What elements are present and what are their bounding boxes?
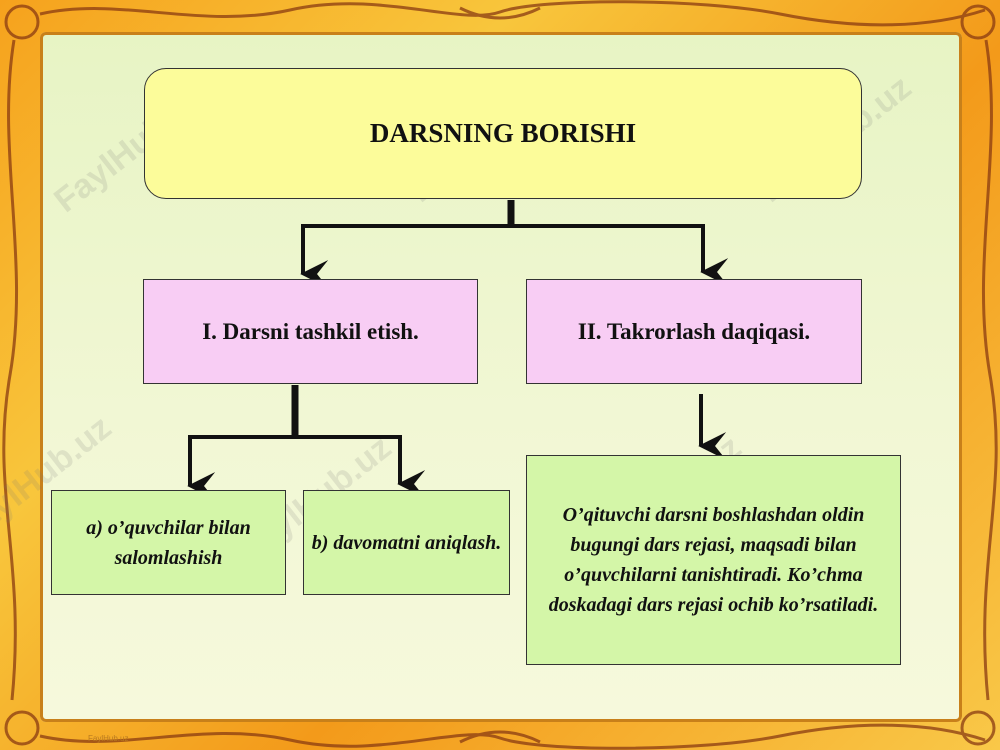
footer-text: FaylHub.uz — [88, 734, 129, 743]
node-darsni-tashkil-etish: I. Darsni tashkil etish. — [143, 279, 478, 384]
node-takrorlash-daqiqasi: II. Takrorlash daqiqasi. — [526, 279, 862, 384]
description-box: O’qituvchi darsni boshlashdan oldin bugu… — [526, 455, 901, 665]
title-branch — [301, 224, 729, 286]
sub-node-salomlashish: a) o’quvchilar bilan salomlashish — [51, 490, 286, 595]
sub-node-davomat: b) davomatni aniqlash. — [303, 490, 510, 595]
node1-branch — [188, 435, 426, 498]
diagram-title: DARSNING BORISHI — [144, 68, 862, 199]
